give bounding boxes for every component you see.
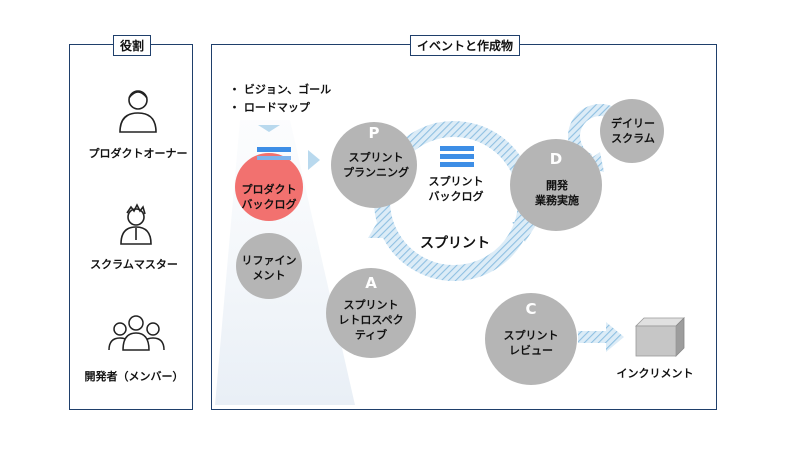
review-circle bbox=[485, 293, 577, 385]
product-backlog-bars-icon bbox=[257, 147, 291, 160]
increment-box-icon bbox=[635, 317, 685, 357]
sprint-planning-circle bbox=[331, 122, 417, 208]
increment-arrow bbox=[578, 322, 624, 352]
sprint-backlog-bars-icon bbox=[440, 146, 474, 167]
retrospective-letter: A bbox=[365, 274, 377, 292]
events-panel: イベントと作成物 bbox=[211, 35, 717, 410]
right-chevron-icon bbox=[308, 150, 320, 170]
developers-icon bbox=[108, 315, 165, 351]
retrospective-circle bbox=[326, 268, 416, 358]
scrum-master-label: スクラムマスター bbox=[90, 258, 178, 271]
planning-letter: P bbox=[368, 124, 380, 142]
bullet-roadmap: ・ ロードマップ bbox=[229, 101, 310, 114]
review-letter: C bbox=[525, 300, 537, 318]
review-label: スプリント レビュー bbox=[503, 329, 559, 357]
bullet-vision: ・ ビジョン、ゴール bbox=[229, 83, 332, 96]
increment-label: インクリメント bbox=[616, 367, 694, 380]
developers-label: 開発者（メンバー） bbox=[84, 370, 184, 383]
roles-panel: 役割 bbox=[69, 35, 193, 410]
product-owner-label: プロダクトオーナー bbox=[88, 147, 188, 160]
sprint-planning-label: スプリント プランニング bbox=[343, 151, 409, 179]
roles-title: 役割 bbox=[112, 35, 152, 56]
product-backlog-circle bbox=[235, 153, 303, 221]
product-backlog-label: プロダクト バックログ bbox=[241, 183, 297, 211]
refinement-label: リファイン メント bbox=[241, 254, 297, 282]
cycle-arrow-down bbox=[512, 222, 538, 242]
product-owner-icon bbox=[119, 90, 157, 133]
cycle-arrow-up bbox=[368, 216, 394, 238]
daily-scrum-circle bbox=[600, 99, 664, 163]
scrum-master-icon bbox=[120, 203, 152, 245]
development-label: 開発 業務実施 bbox=[535, 179, 579, 207]
refinement-circle bbox=[236, 233, 302, 299]
sprint-backlog-label: スプリント バックログ bbox=[428, 175, 484, 203]
development-circle bbox=[510, 139, 602, 231]
sprint-label: スプリント bbox=[420, 235, 490, 252]
daily-scrum-label: デイリー スクラム bbox=[611, 117, 655, 145]
development-letter: D bbox=[549, 150, 563, 168]
events-title: イベントと作成物 bbox=[409, 35, 521, 56]
down-chevron-icon bbox=[258, 125, 280, 132]
retrospective-label: スプリント レトロスペク ティブ bbox=[338, 298, 404, 342]
